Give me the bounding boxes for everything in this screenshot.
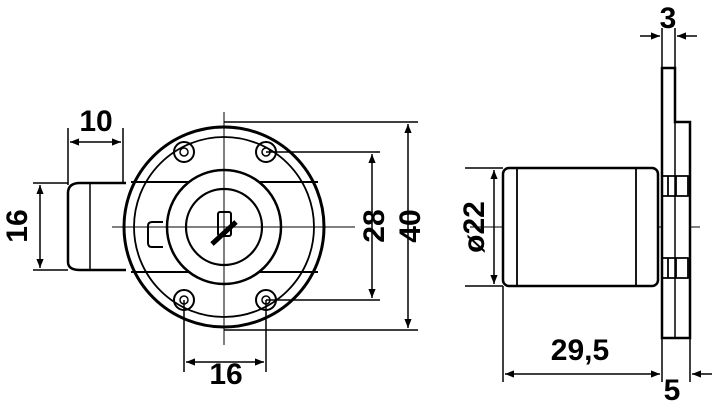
label-cylinder-length: 29,5 bbox=[551, 334, 609, 367]
latch-nose bbox=[147, 221, 163, 248]
dimension-labels: 10 16 16 28 40 ø22 3 29,5 5 bbox=[1, 2, 680, 407]
side-cylinder bbox=[501, 166, 660, 288]
side-view bbox=[501, 66, 692, 340]
dim-hole-spacing bbox=[183, 300, 267, 372]
label-body-diameter: 40 bbox=[394, 209, 427, 242]
label-lever-height: 16 bbox=[1, 209, 34, 242]
dim-lever-height bbox=[33, 182, 68, 271]
label-hole-spacing: 16 bbox=[209, 358, 242, 391]
label-plate-thickness: 3 bbox=[660, 2, 677, 35]
label-hole-vertical: 28 bbox=[358, 209, 391, 242]
front-dimensions bbox=[33, 121, 418, 372]
dim-cylinder-length bbox=[502, 286, 691, 382]
side-dimensions bbox=[465, 28, 712, 382]
dim-body-diameter bbox=[224, 121, 418, 331]
mounting-hole-tl bbox=[173, 141, 195, 163]
dim-plate-thickness bbox=[640, 28, 697, 68]
dim-cylinder-diameter bbox=[465, 167, 503, 287]
lock-bolt bbox=[66, 181, 126, 272]
label-plate-offset: 5 bbox=[664, 374, 681, 407]
dim-hole-vertical bbox=[266, 151, 380, 301]
dim-lever-length bbox=[67, 128, 124, 185]
side-screws bbox=[662, 175, 689, 279]
label-cylinder-diameter: ø22 bbox=[458, 201, 491, 253]
label-lever-length: 10 bbox=[79, 105, 112, 138]
side-plate bbox=[660, 66, 692, 340]
